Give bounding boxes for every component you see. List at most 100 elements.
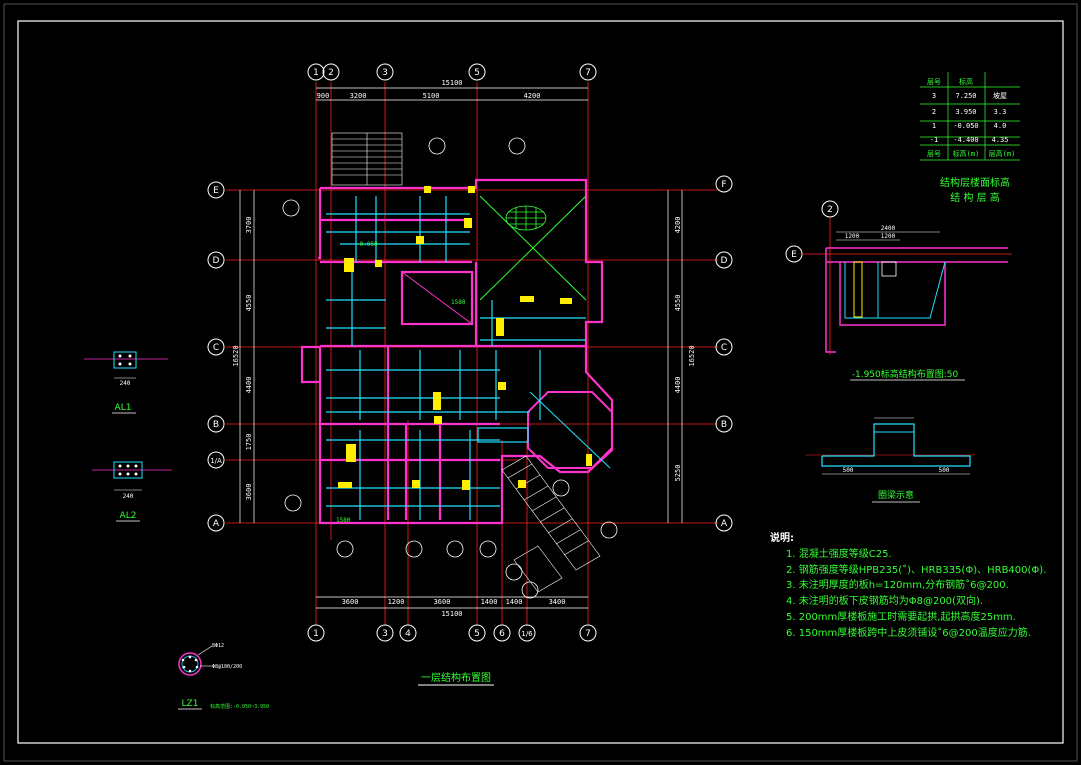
dim-bot-seg-6: 3400: [549, 598, 566, 606]
dim-top-seg-3: 5100: [423, 92, 440, 100]
dim-right-seg-3: 4400: [674, 377, 682, 394]
axis-bot-5: 5: [474, 629, 480, 639]
axis-left-d: D: [213, 256, 220, 266]
axis-top-5: 5: [474, 68, 480, 78]
dimension-lines: [239, 87, 683, 609]
dim-bot-seg-5: 1400: [506, 598, 523, 606]
plan-room-label-2: 1580: [336, 517, 351, 524]
joint-title: 圈梁示意: [878, 489, 914, 501]
level-footer-floor: 层号: [927, 150, 941, 158]
detail-al2: 240 AL2: [92, 461, 172, 522]
level-row-3-height: 4.0: [994, 122, 1007, 130]
section-axis-2: 2: [827, 205, 833, 215]
plan-room-label-1: 1580: [451, 299, 466, 306]
axis-left-1a: 1/A: [210, 457, 222, 465]
dim-left-seg-5: 3600: [245, 484, 253, 501]
detail-al1: 240 AL1: [84, 351, 168, 414]
note-line-5: 5. 200mm厚楼板施工时需要起拱,起拱高度25mm.: [786, 611, 1016, 623]
axis-top-3: 3: [382, 68, 388, 78]
axis-top-7: 7: [585, 68, 591, 78]
dim-bot-seg-3: 3600: [434, 598, 451, 606]
note-line-1: 1. 混凝土强度等级C25.: [786, 548, 892, 560]
dim-left-total: 16520: [232, 345, 240, 366]
level-row-3-floor: 1: [932, 122, 936, 130]
level-row-2-floor: 2: [932, 108, 936, 116]
level-row-4-floor: -1: [930, 136, 938, 144]
dim-top-seg-1: 900: [317, 92, 330, 100]
top-stair: [331, 132, 403, 186]
dim-bot-seg-1: 3600: [342, 598, 359, 606]
axis-bot-4: 4: [405, 629, 411, 639]
level-caption-2: 结 构 层 高: [950, 191, 1000, 204]
skylight: [505, 205, 547, 231]
level-row-1-floor: 3: [932, 92, 936, 100]
grid-lines: [226, 82, 718, 625]
detail-lz1: 8Φ12 Φ8@100/200 LZ1 标高范围:-0.050~3.950: [178, 643, 269, 710]
joint-dim-2: 500: [939, 467, 950, 474]
dim-right-seg-1: 4200: [674, 217, 682, 234]
dim-left-seg-3: 4400: [245, 377, 253, 394]
axis-right-a: A: [721, 519, 728, 529]
octagon-bay: [527, 391, 613, 469]
level-table: [920, 72, 1020, 161]
al2-label: AL2: [120, 511, 137, 521]
note-line-3: 3. 未注明厚度的板h=120mm,分布钢筋˚6@200.: [786, 580, 1009, 592]
level-row-4-elev: -4.400: [953, 136, 978, 144]
dim-top-total: 15100: [441, 79, 462, 87]
section-callouts: [282, 137, 618, 599]
level-table-header-elev: 标高: [959, 77, 973, 86]
level-row-1-elev: 7.250: [955, 92, 976, 100]
note-line-4: 4. 未注明的板下皮钢筋均为Φ8@200(双向).: [786, 596, 984, 608]
level-row-4-height: 4.35: [992, 136, 1009, 144]
plan-beams: [326, 196, 586, 520]
section-dim-2: 1200: [845, 233, 860, 240]
lz1-rebar: 8Φ12: [212, 643, 224, 649]
axis-bot-3: 3: [382, 629, 388, 639]
axis-left-e: E: [213, 186, 219, 196]
axis-bot-7: 7: [585, 629, 591, 639]
axis-right-d: D: [721, 256, 728, 266]
sheet-border: [3, 3, 1078, 762]
axis-top-2: 2: [328, 68, 334, 78]
level-row-3-elev: -0.050: [953, 122, 978, 130]
al1-label: AL1: [115, 403, 132, 413]
joint-dim-1: 500: [843, 467, 854, 474]
dim-right-seg-4: 5250: [674, 465, 682, 482]
axis-bot-6: 6: [499, 629, 505, 639]
dim-left-seg-1: 3700: [245, 217, 253, 234]
axis-top-1: 1: [313, 68, 319, 78]
dim-top-seg-2: 3200: [350, 92, 367, 100]
section-detail: 2 E 2400 1200 1200 -1.950标高结构布置图:50: [785, 200, 1012, 381]
notes-heading: 说明:: [770, 533, 794, 544]
axis-bot-1-6: 1/6: [521, 630, 533, 638]
drawing-frame: [17, 20, 1064, 744]
axis-left-c: C: [213, 343, 219, 353]
columns: [338, 186, 592, 490]
dim-right-seg-2: 4550: [674, 295, 682, 312]
bottom-stair: [501, 455, 601, 593]
level-footer-elev: 标高(m): [953, 149, 980, 158]
axis-right-b: B: [721, 420, 727, 430]
axis-left-b: B: [213, 420, 219, 430]
joint-detail: 500 500 圈梁示意: [805, 417, 975, 503]
dim-left-seg-4: 1750: [245, 434, 253, 451]
dim-bot-seg-2: 1200: [388, 598, 405, 606]
axis-bot-1: 1: [313, 629, 319, 639]
plan-slab-label: -0.050: [356, 241, 378, 248]
dim-bot-total: 15100: [441, 610, 462, 618]
lz1-label: LZ1: [182, 699, 199, 709]
section-dim-3: 1200: [881, 233, 896, 240]
section-axis-e: E: [791, 250, 797, 260]
note-line-2: 2. 钢筋强度等级HPB235(˚)、HRB335(Φ)、HRB400(Φ).: [786, 564, 1047, 576]
slab-diagonals: [401, 195, 611, 469]
plan-title: 一层结构布置图: [421, 671, 491, 684]
level-table-header-floor: 层号: [927, 78, 941, 86]
axis-left-a: A: [213, 519, 220, 529]
note-line-6: 6. 150mm厚楼板跨中上皮须铺设˚6@200温度应力筋.: [786, 627, 1031, 639]
lz1-note: 标高范围:-0.050~3.950: [210, 703, 269, 710]
dim-bot-seg-4: 1400: [481, 598, 498, 606]
level-row-1-height: 坡屋: [993, 91, 1007, 100]
level-row-2-height: 3.3: [994, 108, 1007, 116]
level-caption-1: 结构层楼面标高: [940, 176, 1010, 189]
